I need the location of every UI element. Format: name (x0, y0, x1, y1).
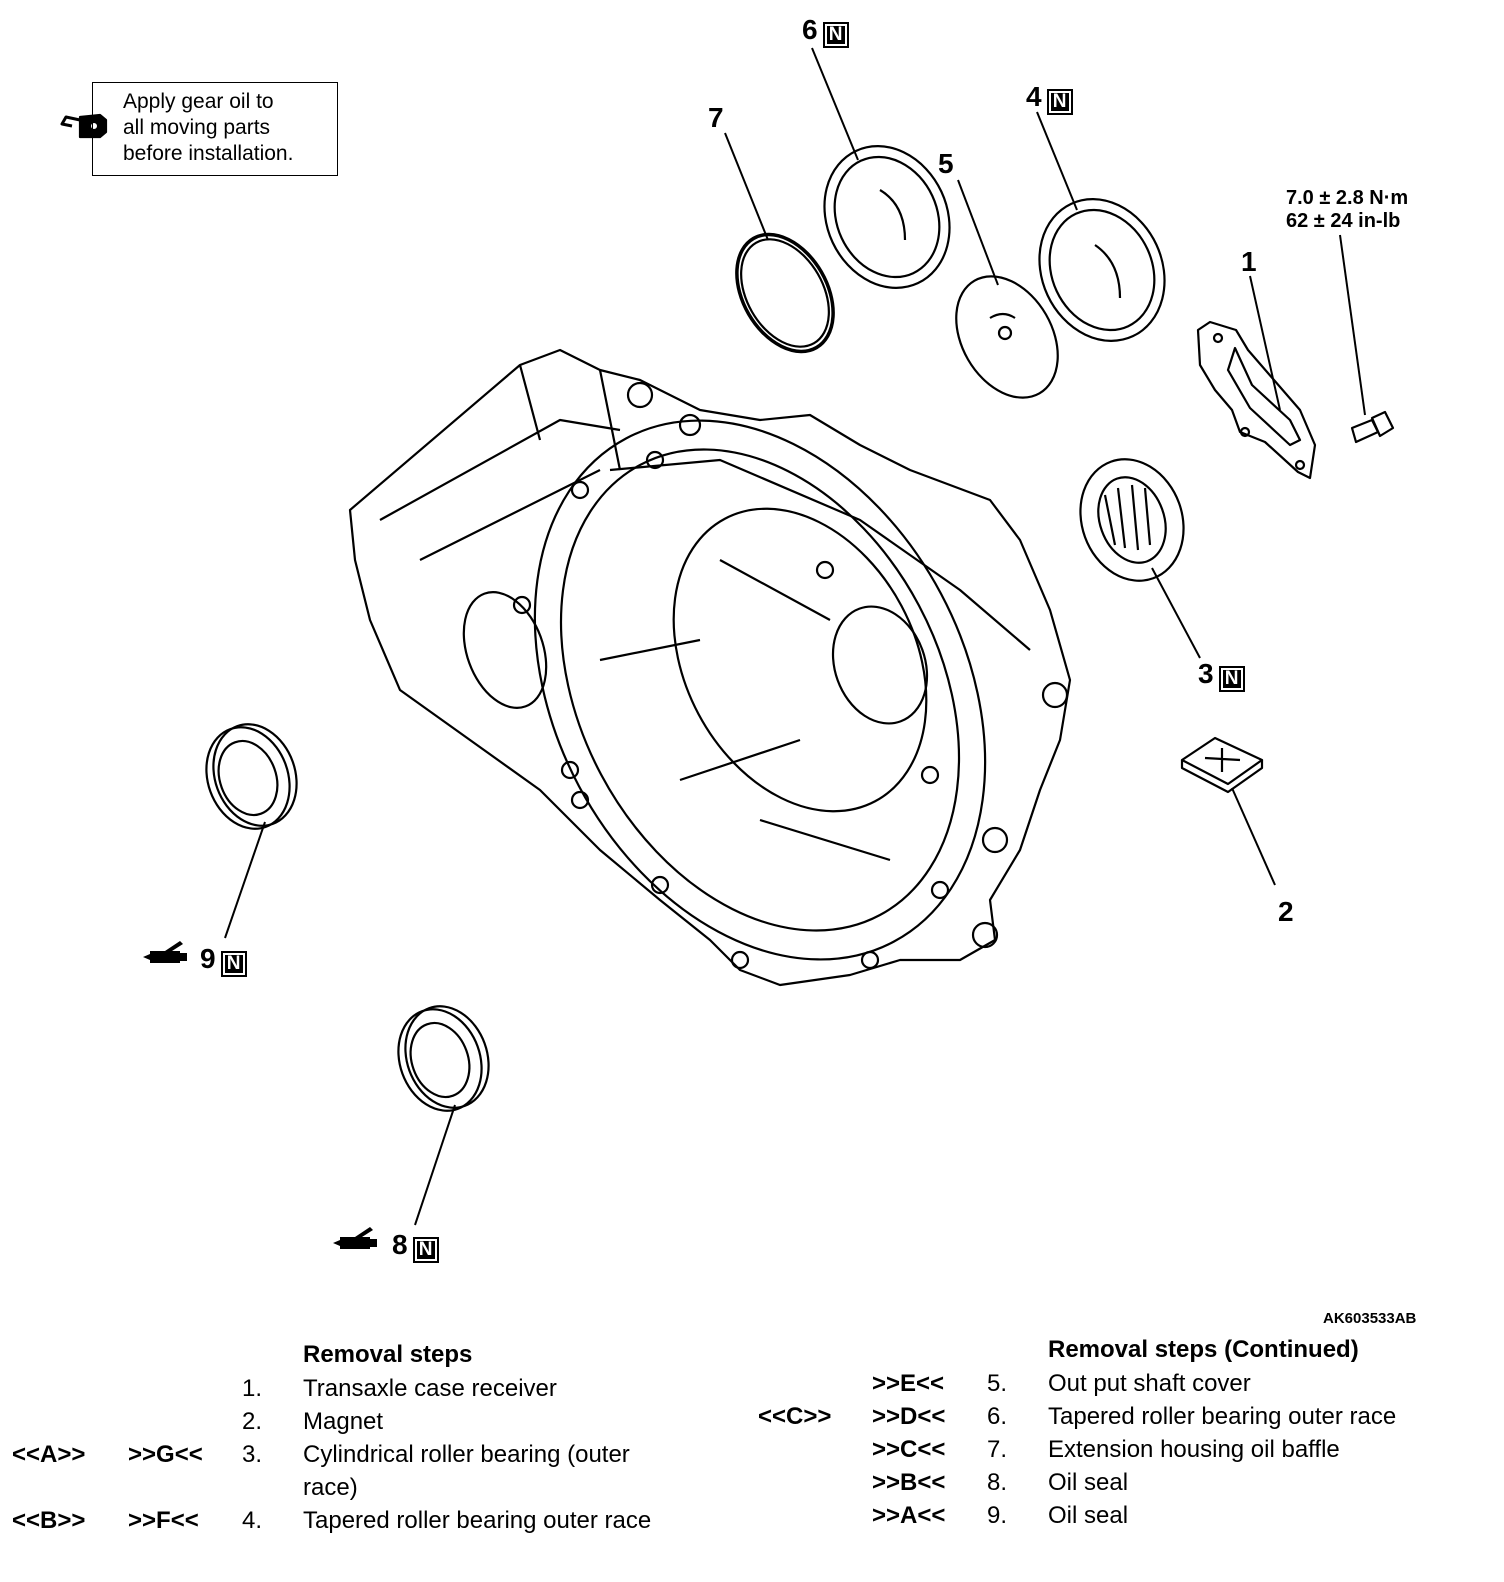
oil-can-icon (60, 113, 108, 139)
step-6-number: 6. (987, 1403, 1008, 1430)
part-5-shaft-cover-drawing (955, 275, 1059, 399)
transaxle-case-drawing (348, 348, 1072, 987)
step-7-number: 7. (987, 1436, 1008, 1463)
step-1-text: Transaxle case receiver (303, 1375, 557, 1402)
callout-7: 7 (708, 104, 724, 132)
part-8-oil-seal-drawing (397, 1005, 490, 1112)
callout-1-number: 1 (1241, 246, 1257, 277)
steps-right-title: Removal steps (Continued) (1048, 1336, 1359, 1363)
step-5-text: Out put shaft cover (1048, 1370, 1251, 1397)
new-part-badge: N (822, 22, 849, 48)
step-3-code-b: >>G<< (128, 1441, 203, 1468)
step-2-number: 2. (242, 1408, 263, 1435)
step-8-number: 8. (987, 1469, 1008, 1496)
step-4-number: 4. (242, 1507, 263, 1534)
part-3-roller-bearing-drawing (1079, 458, 1185, 582)
step-4-code-a: <<B>> (12, 1507, 86, 1534)
part-7-oil-baffle-drawing (735, 232, 835, 354)
step-5-number: 5. (987, 1370, 1008, 1397)
grease-icon-8 (333, 1227, 377, 1249)
part-1-case-receiver-drawing (1196, 320, 1317, 480)
step-3-code-a: <<A>> (12, 1441, 86, 1468)
new-part-badge: N (1046, 89, 1073, 115)
step-1-number: 1. (242, 1375, 263, 1402)
step-9-code-b: >>A<< (872, 1502, 946, 1529)
callout-3-number: 3 (1198, 658, 1214, 689)
step-8-text: Oil seal (1048, 1469, 1129, 1496)
note-line-3: before installation. (123, 142, 294, 165)
step-7-code-b: >>C<< (872, 1436, 946, 1463)
removal-steps-right: Removal steps (Continued) >>E<< 5. Out p… (740, 1333, 1504, 1582)
step-6-text: Tapered roller bearing outer race (1048, 1403, 1397, 1430)
callout-8-number: 8 (392, 1229, 408, 1260)
grease-icon-9 (143, 941, 187, 963)
callout-1: 1 (1241, 248, 1257, 276)
step-3-text: Cylindrical roller bearing (outer (303, 1441, 630, 1468)
step-4-text: Tapered roller bearing outer race (303, 1507, 652, 1534)
step-7-text: Extension housing oil baffle (1048, 1436, 1340, 1463)
note-line-2: all moving parts (123, 116, 271, 139)
note-text: Apply gear oil to all moving parts befor… (123, 89, 293, 167)
part-9-oil-seal-drawing (205, 723, 298, 830)
steps-left-title: Removal steps (303, 1341, 473, 1368)
part-2-magnet-drawing (1180, 736, 1264, 794)
part-6-bearing-race-drawing (823, 145, 951, 289)
torque-metric: 7.0 ± 2.8 N·m (1286, 187, 1409, 209)
step-2-text: Magnet (303, 1408, 384, 1435)
callout-7-number: 7 (708, 102, 724, 133)
part-4-bearing-race-drawing (1038, 198, 1166, 342)
callout-4-number: 4 (1026, 81, 1042, 112)
step-5-code-b: >>E<< (872, 1370, 945, 1397)
bolt-drawing (1350, 410, 1395, 444)
callout-5: 5 (938, 150, 954, 178)
step-9-text: Oil seal (1048, 1502, 1129, 1529)
figure-id: AK603533AB (1323, 1310, 1417, 1327)
callout-6-number: 6 (802, 14, 818, 45)
removal-steps-left: Removal steps 1. Transaxle case receiver… (0, 1338, 740, 1582)
step-3-text-cont: race) (303, 1474, 358, 1501)
step-8-code-b: >>B<< (872, 1469, 946, 1496)
leader-lines (224, 47, 1366, 1226)
new-part-badge: N (1218, 666, 1245, 692)
note-box: Apply gear oil to all moving parts befor… (92, 82, 338, 176)
callout-2: 2 (1278, 898, 1294, 926)
step-6-code-b: >>D<< (872, 1403, 946, 1430)
step-4-code-b: >>F<< (128, 1507, 199, 1534)
step-6-code-a: <<C>> (758, 1403, 832, 1430)
new-part-badge: N (220, 951, 247, 977)
step-3-number: 3. (242, 1441, 263, 1468)
step-9-number: 9. (987, 1502, 1008, 1529)
callout-9-number: 9 (200, 943, 216, 974)
new-part-badge: N (412, 1237, 439, 1263)
note-line-1: Apply gear oil to (123, 90, 274, 113)
torque-imperial: 62 ± 24 in-lb (1286, 210, 1401, 232)
torque-spec: 7.0 ± 2.8 N·m 62 ± 24 in-lb (1286, 187, 1408, 233)
callout-5-number: 5 (938, 148, 954, 179)
callout-2-number: 2 (1278, 896, 1294, 927)
